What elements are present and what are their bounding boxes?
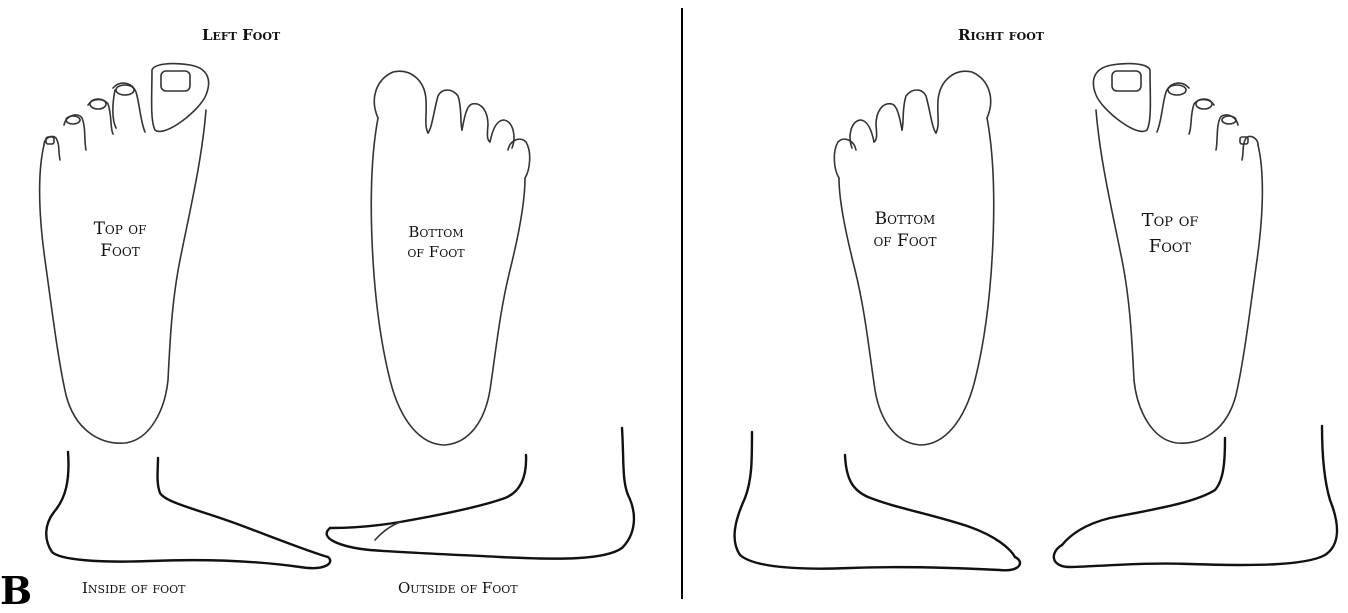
left-foot-header: Left Foot (202, 26, 280, 44)
page-letter: B (0, 572, 32, 610)
foot-diagram-page: Left Foot Right foot Top of Foot Bottom … (0, 0, 1348, 599)
inside-of-foot-caption: Inside of foot (82, 579, 185, 597)
left-bottom-of-foot-label-line2: of Foot (395, 242, 477, 262)
foot-drawings (0, 0, 1348, 599)
left-inside-of-foot-outline (46, 452, 330, 568)
right-inside-of-foot-outline (735, 432, 1020, 570)
right-top-of-foot-label-line1: Top of (1130, 208, 1210, 234)
right-top-of-foot-label-line2: Foot (1130, 234, 1210, 260)
right-bottom-of-foot-label-line1: Bottom (860, 208, 950, 230)
left-bottom-of-foot-label: Bottom of Foot (395, 222, 477, 262)
right-bottom-of-foot-label: Bottom of Foot (860, 208, 950, 252)
right-bottom-of-foot-outline (834, 71, 993, 445)
right-outside-of-foot-outline (1054, 426, 1337, 567)
outside-of-foot-caption: Outside of Foot (398, 579, 518, 597)
right-bottom-of-foot-label-line2: of Foot (860, 230, 950, 252)
left-top-of-foot-label-line1: Top of (84, 218, 156, 240)
left-outside-of-foot-outline (327, 428, 634, 559)
left-bottom-of-foot-label-line1: Bottom (395, 222, 477, 242)
left-top-of-foot-label-line2: Foot (84, 240, 156, 262)
left-top-of-foot-label: Top of Foot (84, 218, 156, 262)
right-top-of-foot-label: Top of Foot (1130, 208, 1210, 260)
right-foot-header: Right foot (958, 26, 1044, 44)
